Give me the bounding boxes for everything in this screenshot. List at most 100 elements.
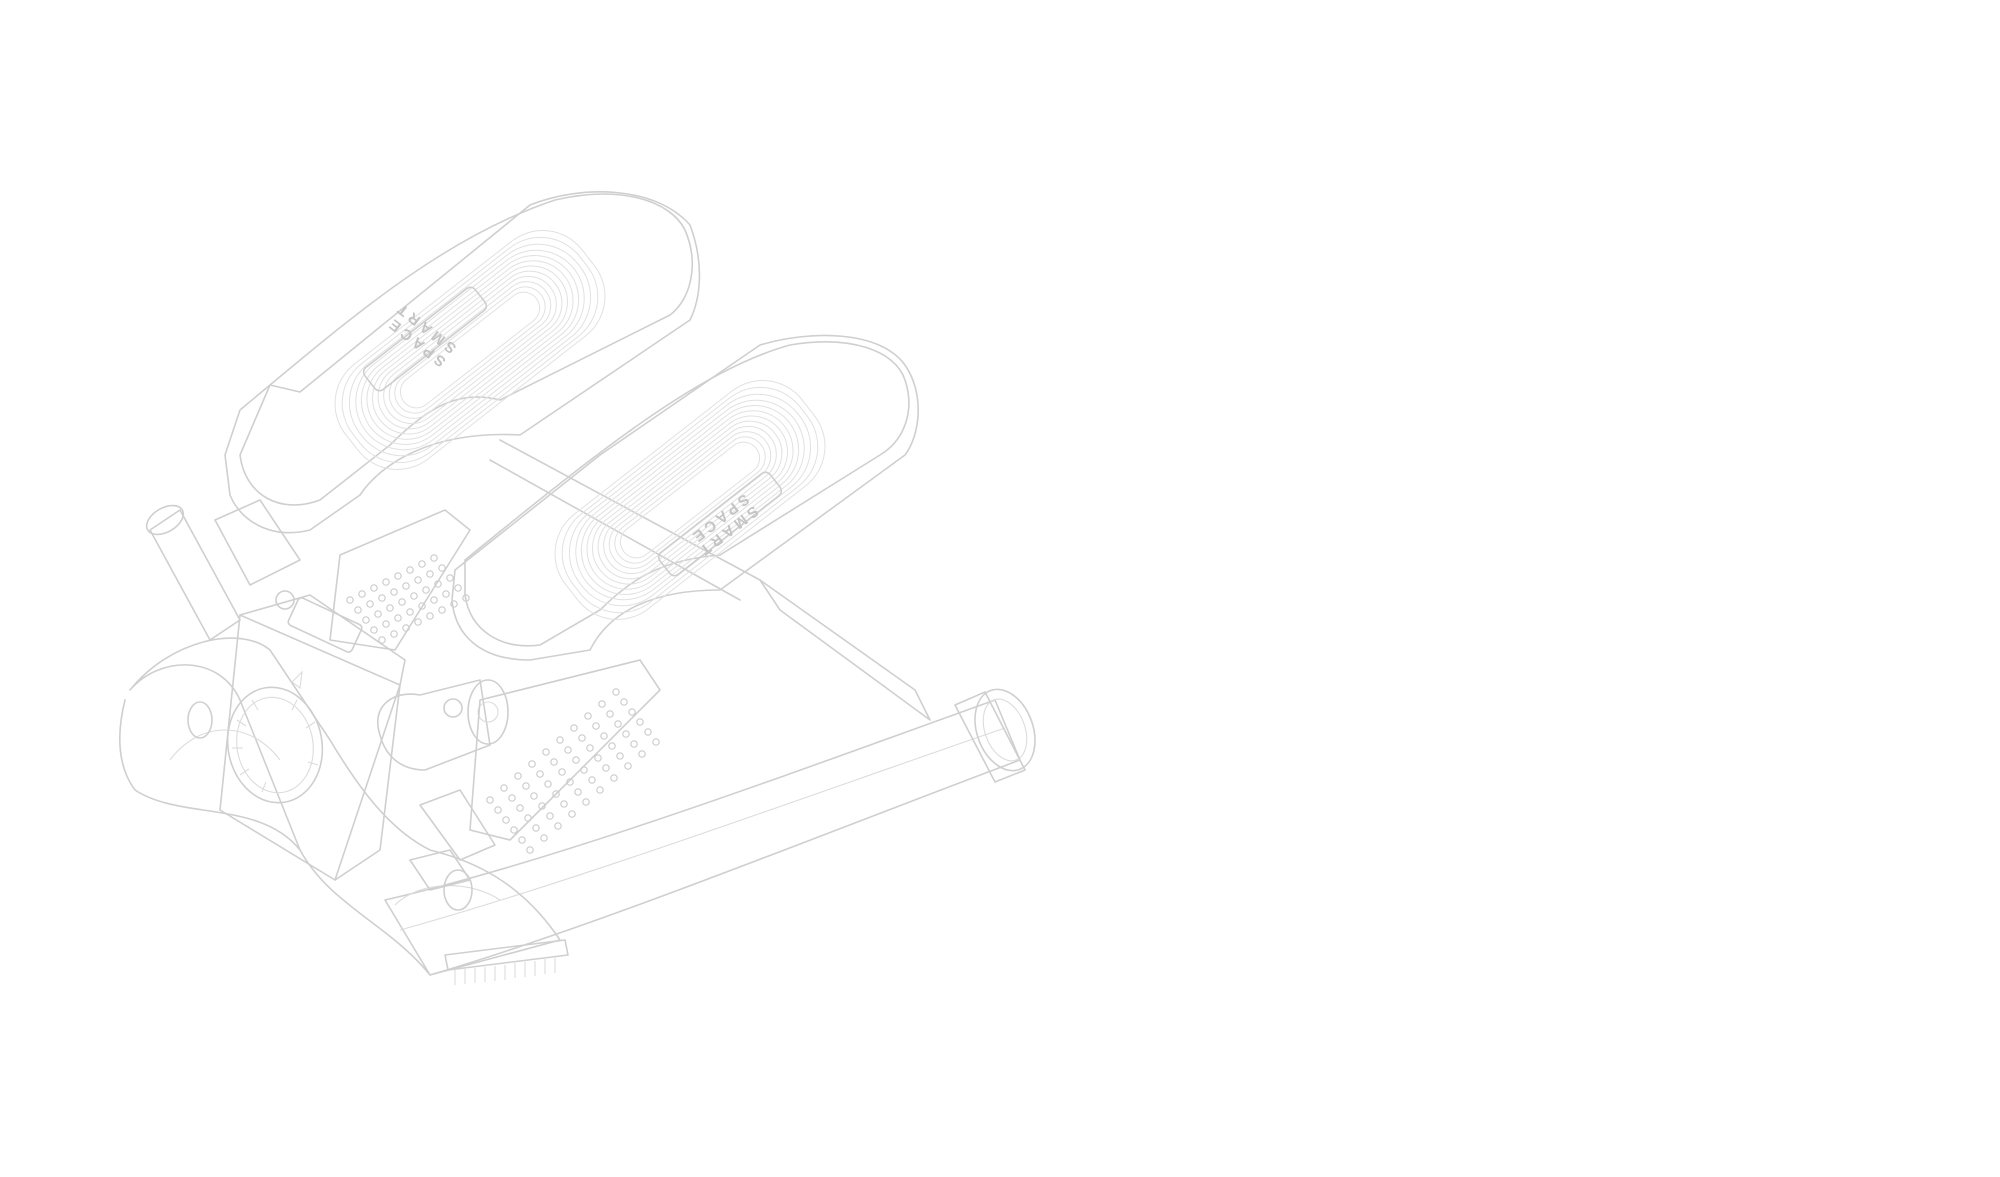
leg-dot bbox=[532, 824, 540, 832]
leg-dot bbox=[600, 732, 608, 740]
leg-dot bbox=[638, 750, 646, 758]
leg-dot bbox=[426, 612, 434, 620]
leg-dot bbox=[514, 772, 522, 780]
leg-dot bbox=[630, 740, 638, 748]
leg-dot bbox=[636, 718, 644, 726]
pedal-groove bbox=[561, 386, 819, 614]
leg-dot bbox=[430, 554, 438, 562]
pedal-groove bbox=[366, 260, 574, 440]
left-cylinder bbox=[145, 499, 301, 641]
leg-dot bbox=[390, 630, 398, 638]
pedal-groove bbox=[554, 380, 826, 620]
left-pedal: SPACE SMART bbox=[224, 191, 701, 534]
base-frame bbox=[119, 439, 1036, 976]
leg-dot bbox=[612, 688, 620, 696]
pedal-groove bbox=[575, 399, 805, 601]
resistance-dial bbox=[226, 670, 324, 804]
leg-dot bbox=[584, 712, 592, 720]
leg-dot bbox=[592, 722, 600, 730]
leg-dot bbox=[580, 766, 588, 774]
leg-dot bbox=[616, 752, 624, 760]
leg-dot bbox=[438, 564, 446, 572]
leg-dot bbox=[598, 700, 606, 708]
leg-dot bbox=[530, 792, 538, 800]
leg-dot bbox=[556, 736, 564, 744]
leg-dot bbox=[406, 608, 414, 616]
pedal-groove bbox=[614, 436, 766, 564]
leg-dot bbox=[564, 746, 572, 754]
leg-dot bbox=[622, 730, 630, 738]
leg-dot bbox=[542, 748, 550, 756]
pedal-groove bbox=[619, 441, 761, 559]
leg-dot bbox=[362, 616, 370, 624]
pedal-groove bbox=[355, 249, 585, 451]
leg-dot bbox=[644, 728, 652, 736]
leg-dot bbox=[418, 602, 426, 610]
control-tower bbox=[219, 590, 406, 881]
leg-dot bbox=[402, 582, 410, 590]
leg-dot bbox=[422, 586, 430, 594]
leg-dot bbox=[544, 780, 552, 788]
leg-dot bbox=[374, 610, 382, 618]
leg-dot bbox=[652, 738, 660, 746]
leg-dot bbox=[454, 584, 462, 592]
leg-dot bbox=[394, 614, 402, 622]
front-cylinders bbox=[187, 679, 509, 911]
leg-dot bbox=[502, 816, 510, 824]
leg-dot bbox=[586, 744, 594, 752]
leg-dot bbox=[526, 846, 534, 854]
leg-dot bbox=[558, 768, 566, 776]
pedal-groove bbox=[383, 275, 557, 425]
leg-dot bbox=[500, 784, 508, 792]
pedal-groove bbox=[341, 236, 599, 464]
leg-dot bbox=[560, 800, 568, 808]
leg-dot bbox=[370, 584, 378, 592]
pedal-groove bbox=[580, 405, 800, 595]
leg-dot bbox=[568, 810, 576, 818]
leg-dot bbox=[518, 836, 526, 844]
leg-dot bbox=[610, 774, 618, 782]
leg-dot bbox=[566, 778, 574, 786]
leg-dot bbox=[582, 798, 590, 806]
pedal-groove bbox=[586, 410, 794, 590]
leg-dot bbox=[370, 626, 378, 634]
pedal-groove bbox=[394, 286, 546, 414]
leg-dot bbox=[406, 566, 414, 574]
leg-dot bbox=[574, 788, 582, 796]
leg-dot bbox=[450, 600, 458, 608]
leg-dot bbox=[540, 834, 548, 842]
leg-dot bbox=[434, 580, 442, 588]
leg-dot bbox=[516, 804, 524, 812]
left-leg bbox=[329, 509, 471, 651]
leg-dot bbox=[524, 814, 532, 822]
leg-dot bbox=[494, 806, 502, 814]
leg-dot bbox=[442, 590, 450, 598]
leg-dot bbox=[628, 708, 636, 716]
leg-dot bbox=[510, 826, 518, 834]
leg-dot bbox=[588, 776, 596, 784]
leg-dot bbox=[554, 822, 562, 830]
leg-dot bbox=[402, 624, 410, 632]
leg-dot bbox=[546, 812, 554, 820]
leg-dot bbox=[398, 598, 406, 606]
leg-dot bbox=[354, 606, 362, 614]
leg-dot bbox=[438, 606, 446, 614]
leg-dot bbox=[538, 802, 546, 810]
leg-dot bbox=[620, 698, 628, 706]
leg-dot bbox=[378, 594, 386, 602]
leg-dot bbox=[410, 592, 418, 600]
leg-dot bbox=[570, 724, 578, 732]
leg-dot bbox=[602, 764, 610, 772]
right-leg bbox=[469, 659, 661, 854]
pedal-groove bbox=[377, 270, 563, 430]
leg-dot bbox=[386, 604, 394, 612]
pedal-groove bbox=[348, 243, 592, 457]
leg-dot bbox=[430, 596, 438, 604]
pedal-groove bbox=[372, 265, 568, 435]
pedal-groove bbox=[568, 393, 812, 607]
leg-dot bbox=[508, 794, 516, 802]
leg-dot bbox=[486, 796, 494, 804]
pedal-groove bbox=[603, 425, 777, 575]
pedal-groove bbox=[592, 415, 788, 585]
